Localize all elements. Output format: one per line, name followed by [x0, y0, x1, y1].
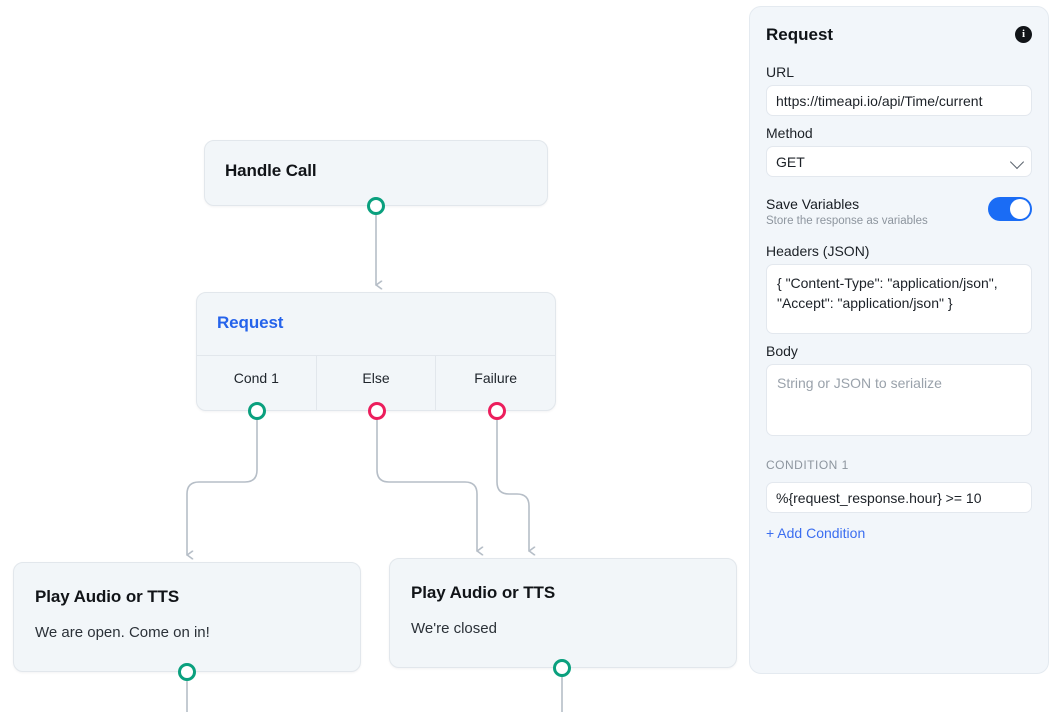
- port-label-failure: Failure: [474, 370, 518, 386]
- url-label: URL: [766, 64, 795, 80]
- url-input[interactable]: https://timeapi.io/api/Time/current: [766, 85, 1032, 116]
- edge-else-playclosed: [376, 419, 477, 551]
- port-label-cond1: Cond 1: [233, 370, 279, 386]
- toggle-knob: [1010, 199, 1030, 219]
- headers-label: Headers (JSON): [766, 243, 870, 259]
- save-variables-label: Save Variables: [766, 196, 860, 212]
- node-request-ports: Cond 1 Else Failure: [197, 356, 555, 410]
- save-variables-description: Store the response as variables: [766, 215, 928, 227]
- edge-cond1-playopen: [186, 419, 258, 555]
- chevron-down-icon: [1009, 154, 1025, 170]
- port-col-else[interactable]: Else: [317, 356, 437, 410]
- panel-header: Request i: [766, 25, 1032, 55]
- node-play-audio-open-title: Play Audio or TTS: [35, 587, 180, 606]
- port-request-cond1[interactable]: [248, 402, 266, 420]
- port-col-failure[interactable]: Failure: [436, 356, 555, 410]
- method-label: Method: [766, 125, 813, 141]
- node-play-audio-open[interactable]: Play Audio or TTS We are open. Come on i…: [13, 562, 361, 672]
- method-select[interactable]: GET: [766, 146, 1032, 177]
- port-label-else: Else: [362, 370, 390, 386]
- add-condition-button[interactable]: + Add Condition: [766, 525, 866, 541]
- request-properties-panel: Request i URL https://timeapi.io/api/Tim…: [749, 6, 1049, 674]
- node-request-header: Request: [197, 293, 555, 356]
- condition-1-label: CONDITION 1: [766, 458, 849, 472]
- port-play-audio-closed-output[interactable]: [553, 659, 571, 677]
- panel-title: Request: [766, 25, 834, 44]
- port-request-failure[interactable]: [488, 402, 506, 420]
- condition-1-input[interactable]: %{request_response.hour} >= 10: [766, 482, 1032, 513]
- headers-textarea[interactable]: { "Content-Type": "application/json", "A…: [766, 264, 1032, 334]
- port-play-audio-open-output[interactable]: [178, 663, 196, 681]
- node-play-audio-open-subtitle: We are open. Come on in!: [35, 624, 210, 641]
- info-icon[interactable]: i: [1015, 26, 1032, 43]
- node-play-audio-closed-subtitle: We're closed: [411, 620, 497, 637]
- port-col-cond1[interactable]: Cond 1: [197, 356, 317, 410]
- save-variables-toggle[interactable]: [988, 197, 1032, 221]
- body-textarea[interactable]: String or JSON to serialize: [766, 364, 1032, 436]
- edge-failure-playclosed: [496, 419, 529, 551]
- node-play-audio-closed-title: Play Audio or TTS: [411, 583, 556, 602]
- node-request-title: Request: [217, 313, 284, 332]
- body-label: Body: [766, 343, 798, 359]
- port-request-else[interactable]: [368, 402, 386, 420]
- node-play-audio-closed[interactable]: Play Audio or TTS We're closed: [389, 558, 737, 668]
- save-variables-row: Save Variables Store the response as var…: [766, 196, 1032, 234]
- flow-canvas[interactable]: Handle Call Request Cond 1 Else Failure …: [0, 0, 748, 712]
- method-select-value: GET: [776, 154, 805, 170]
- node-handle-call-title: Handle Call: [225, 161, 317, 180]
- port-handle-call-output[interactable]: [367, 197, 385, 215]
- node-request[interactable]: Request Cond 1 Else Failure: [196, 292, 556, 411]
